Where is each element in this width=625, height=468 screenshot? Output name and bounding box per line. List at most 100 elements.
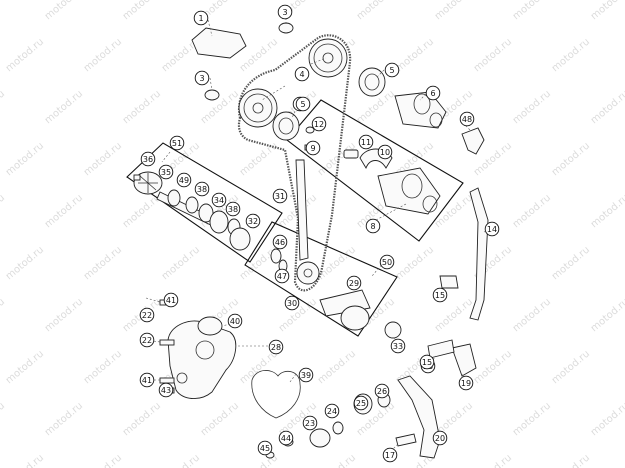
callout-circle <box>324 403 340 419</box>
callout-circle <box>176 172 192 188</box>
callout-34: 34 <box>211 192 227 208</box>
callout-50: 50 <box>379 254 395 270</box>
callout-label: 5 <box>300 100 305 109</box>
exhaust-camshaft <box>394 91 447 129</box>
callout-38: 38 <box>225 201 241 217</box>
callout-circle <box>272 234 288 250</box>
callout-11: 11 <box>358 134 374 150</box>
callout-circle <box>272 188 288 204</box>
watermark-text: motod.ru <box>511 296 553 334</box>
idler-sprocket <box>296 261 320 285</box>
callout-circle <box>298 367 314 383</box>
seal-34 <box>209 210 229 234</box>
callout-circle <box>374 383 390 399</box>
callout-circle <box>194 70 210 86</box>
watermark-text: motod.ru <box>394 36 436 74</box>
callout-circle <box>346 275 362 291</box>
watermark-text: motod.ru <box>160 244 202 282</box>
callout-circle <box>432 287 448 303</box>
callout-label: 31 <box>275 192 285 201</box>
tensioner-gear <box>340 305 370 331</box>
timing-chain <box>237 34 352 292</box>
callout-48: 48 <box>459 111 475 127</box>
callout-46: 46 <box>272 234 288 250</box>
watermark-text: motod.ru <box>4 36 46 74</box>
callout-circle <box>459 111 475 127</box>
callout-24: 24 <box>324 403 340 419</box>
callout-label: 20 <box>435 434 445 443</box>
callout-circle <box>294 66 310 82</box>
callout-circle <box>382 447 398 463</box>
callout-label: 12 <box>314 120 324 129</box>
washer-24 <box>332 421 344 435</box>
callout-41: 41 <box>163 292 179 308</box>
callout-label: 44 <box>281 434 291 443</box>
callout-31: 31 <box>272 188 288 204</box>
callout-3: 3 <box>194 70 210 86</box>
bolt-41b <box>159 377 175 384</box>
callout-label: 41 <box>166 296 176 305</box>
watermark-text: motod.ru <box>550 36 592 74</box>
callout-circle <box>484 221 500 237</box>
gasket-39 <box>251 370 301 419</box>
watermark-text: motod.ru <box>82 140 124 178</box>
watermark-text: motod.ru <box>550 348 592 386</box>
callout-label: 48 <box>462 115 472 124</box>
callout-circle <box>211 192 227 208</box>
callout-29: 29 <box>346 275 362 291</box>
callout-43: 43 <box>158 382 174 398</box>
callout-label: 5 <box>389 66 394 75</box>
callout-label: 3 <box>282 8 287 17</box>
callout-22: 22 <box>139 307 155 323</box>
callout-label: 24 <box>327 407 337 416</box>
callout-label: 30 <box>287 299 297 308</box>
watermark-text: motod.ru <box>4 348 46 386</box>
callout-circle <box>163 292 179 308</box>
callout-5: 5 <box>384 62 400 78</box>
callout-circle <box>384 62 400 78</box>
callout-circle <box>158 382 174 398</box>
seal-33 <box>384 321 402 339</box>
callout-30: 30 <box>284 295 300 311</box>
callout-12: 12 <box>311 116 327 132</box>
callout-label: 41 <box>142 376 152 385</box>
watermark-text: motod.ru <box>199 400 241 438</box>
washer-12 <box>305 126 315 134</box>
callout-40: 40 <box>227 313 243 329</box>
bolt-17 <box>395 433 417 447</box>
callout-32: 32 <box>245 213 261 229</box>
callout-circle <box>425 85 441 101</box>
callout-label: 3 <box>199 74 204 83</box>
callout-circle <box>194 181 210 197</box>
watermark-text: motod.ru <box>43 0 85 22</box>
water-pump-impeller <box>133 171 163 195</box>
callout-label: 15 <box>435 291 445 300</box>
bearing-upper <box>358 67 386 97</box>
watermark-text: motod.ru <box>43 400 85 438</box>
callout-28: 28 <box>268 339 284 355</box>
callout-label: 9 <box>310 144 315 153</box>
watermark-text: motod.ru <box>511 192 553 230</box>
camshaft-group-box <box>286 99 464 242</box>
tensioner-group-box <box>244 221 398 337</box>
watermark-text: motod.ru <box>550 452 592 468</box>
callout-14: 14 <box>484 221 500 237</box>
callout-26: 26 <box>374 383 390 399</box>
callout-circle <box>193 10 209 26</box>
callout-19: 19 <box>458 375 474 391</box>
callout-label: 26 <box>377 387 387 396</box>
callout-label: 46 <box>275 238 285 247</box>
watermark-text: motod.ru <box>589 88 625 126</box>
callout-label: 22 <box>142 336 152 345</box>
callout-circle <box>379 254 395 270</box>
callout-circle <box>274 268 290 284</box>
exhaust-sprocket <box>308 38 348 78</box>
washer-46 <box>270 248 282 264</box>
watermark-text: motod.ru <box>472 452 514 468</box>
watermark-text: motod.ru <box>433 0 475 22</box>
callout-label: 47 <box>277 272 287 281</box>
watermark-text: motod.ru <box>550 140 592 178</box>
watermark-text: motod.ru <box>4 452 46 468</box>
